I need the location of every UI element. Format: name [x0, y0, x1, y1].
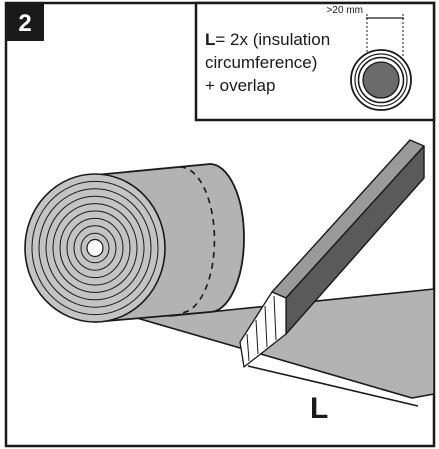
overlap-dimension-label: >20 mm — [327, 5, 363, 16]
roll-layer — [80, 232, 110, 264]
insulation-roll — [24, 163, 245, 323]
blade-score-line — [255, 319, 259, 355]
cut-length-line — [247, 365, 419, 407]
blade-score-line — [246, 333, 250, 362]
pipe-core — [362, 61, 400, 99]
formula-box: L= 2x (insulation circumference) + overl… — [194, 1, 436, 122]
utility-knife — [239, 139, 425, 368]
cut-length-label: L — [310, 392, 328, 425]
cut-length-indicator: L — [247, 365, 419, 425]
formula-line-3: + overlap — [205, 76, 275, 95]
roll-seam-line — [179, 166, 216, 314]
roll-end-face — [24, 173, 166, 323]
step-number: 2 — [18, 10, 31, 37]
step-badge: 2 — [6, 3, 44, 41]
pipe-cross-section: >20 mm — [327, 5, 412, 111]
roll-layer — [59, 210, 131, 286]
roll-layer — [73, 225, 117, 271]
step-badge-background — [6, 3, 44, 41]
blade-score-line — [264, 305, 268, 348]
insulation-wrap-ring — [354, 53, 408, 107]
roll-layer — [45, 195, 145, 301]
formula-line-1: L= 2x (insulation — [205, 30, 330, 49]
formula-line-2: circumference) — [205, 53, 317, 72]
formula-line-1-rest: = 2x (insulation — [215, 30, 330, 49]
roll-layer — [31, 180, 159, 316]
formula-variable: L — [205, 30, 215, 49]
roll-layer — [66, 217, 124, 279]
blade-score-line — [273, 295, 277, 341]
roll-layer — [52, 203, 138, 293]
roll-layer — [38, 188, 152, 308]
roll-core — [86, 238, 104, 258]
